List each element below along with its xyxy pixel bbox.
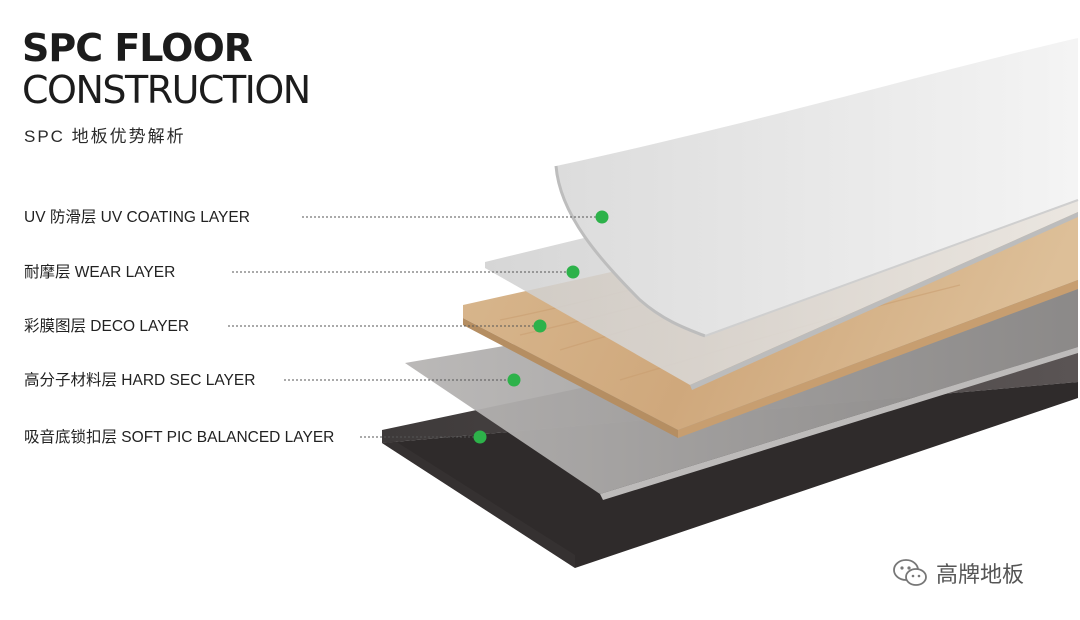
marker-wear: [566, 265, 580, 279]
label-hard-sec-layer: 高分子材料层 HARD SEC LAYER: [24, 372, 256, 389]
label-deco-layer: 彩膜图层 DECO LAYER: [24, 318, 190, 335]
layer-markers: [473, 210, 609, 444]
marker-hard: [507, 373, 521, 387]
marker-uv: [595, 210, 609, 224]
watermark: 高牌地板: [892, 557, 1024, 589]
subtitle: SPC 地板优势解析: [24, 127, 186, 146]
title-line-2: CONSTRUCTION: [22, 68, 311, 112]
title-line-1: SPC FLOOR: [22, 26, 253, 70]
label-uv-coating-layer: UV 防滑层 UV COATING LAYER: [24, 209, 250, 226]
wechat-icon: [893, 559, 927, 586]
marker-base: [473, 430, 487, 444]
uv-layer-shape: [554, 38, 1079, 338]
label-soft-pic-balanced-layer: 吸音底锁扣层 SOFT PIC BALANCED LAYER: [24, 429, 335, 446]
label-wear-layer: 耐摩层 WEAR LAYER: [24, 264, 176, 281]
marker-deco: [533, 319, 547, 333]
watermark-text: 高牌地板: [936, 562, 1025, 587]
leader-lines: [228, 216, 602, 438]
